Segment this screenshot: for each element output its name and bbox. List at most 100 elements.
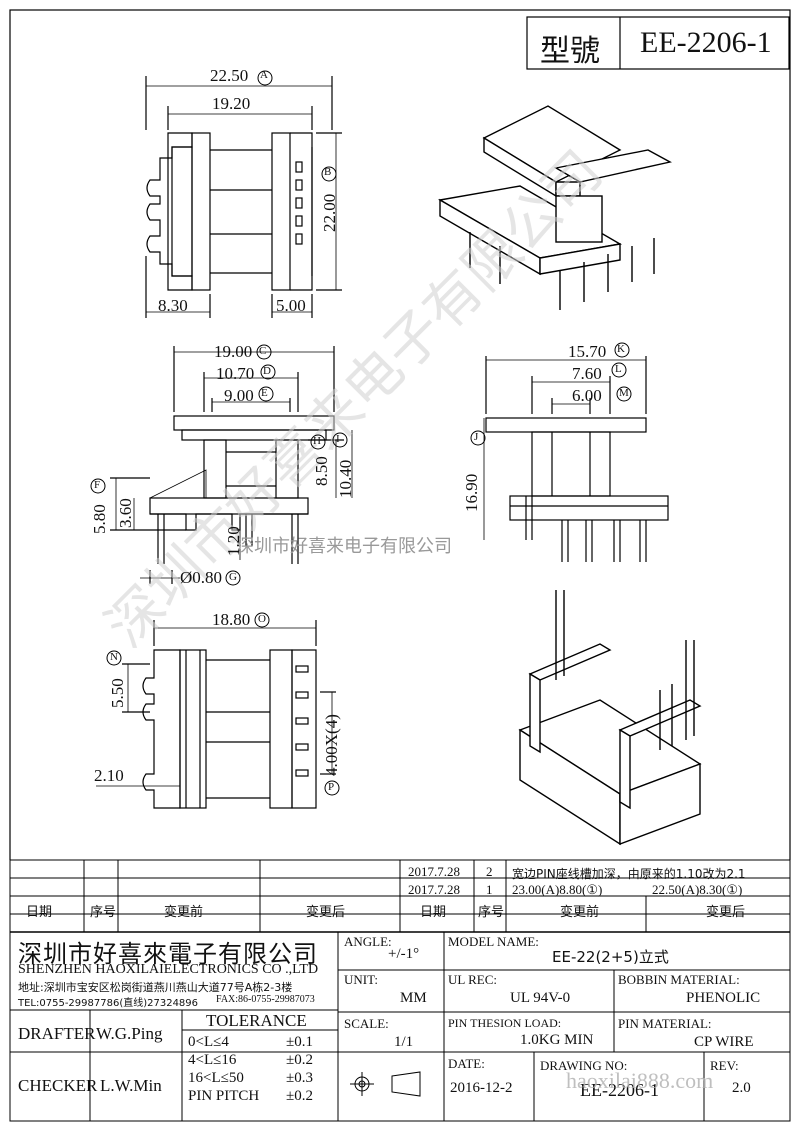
tol-value-3: ±0.3	[286, 1070, 313, 1086]
tag-front-e: E	[261, 387, 268, 399]
dim-top-b: 19.20	[212, 94, 251, 113]
rev-label: REV:	[710, 1058, 739, 1073]
dim-bottom-p: 4.00X(4)	[322, 714, 341, 776]
tag-bottom-n: N	[110, 651, 118, 663]
checker-name: L.W.Min	[100, 1076, 162, 1095]
hdr-no-left: 序号	[90, 905, 117, 920]
date-value: 2016-12-2	[450, 1080, 513, 1096]
drafter-label: DRAFTER	[18, 1024, 96, 1043]
tag-front-i: I	[336, 433, 340, 445]
scale-value: 1/1	[394, 1034, 414, 1050]
dim-front-e: 9.00	[224, 386, 254, 405]
dim-top-c: 22.00	[320, 193, 339, 232]
tol-value-2: ±0.2	[286, 1052, 313, 1068]
model-value: EE-22(2+5)立式	[552, 948, 669, 966]
iso-view-bottom	[518, 590, 702, 846]
front-view	[110, 346, 353, 584]
title-block-grid	[9, 859, 791, 1122]
load-value: 1.0KG MIN	[520, 1032, 594, 1048]
dim-front-pin: Ø0.80	[180, 568, 223, 587]
tag-front-c: C	[259, 345, 267, 357]
tol-value-1: ±0.1	[286, 1034, 313, 1050]
angle-value: +/-1°	[388, 946, 420, 962]
dim-top-d: 8.30	[158, 296, 188, 315]
dim-front-h: 8.50	[312, 456, 331, 486]
dim-bottom-o: 18.80	[212, 610, 251, 629]
unit-value: MM	[400, 990, 427, 1006]
company-name-en: SHENZHEN HAOXILAIELECTRONICS CO .,LTD	[18, 962, 319, 977]
dim-front-c: 19.00	[214, 342, 253, 361]
dim-bottom-x: 2.10	[94, 766, 124, 785]
company-fax: FAX:86-0755-29987073	[216, 994, 315, 1005]
dim-front-j: 1.20	[224, 526, 243, 556]
tag-side-height: J	[474, 431, 479, 443]
engineering-drawing: 深圳市好喜来电子有限公司 深圳市好喜来电子有限公司	[9, 9, 791, 860]
tol-range-3: 16<L≤50	[188, 1070, 244, 1086]
hdr-after-left: 变更后	[306, 905, 346, 920]
checker-label: CHECKER	[18, 1076, 98, 1095]
tag-side-k: K	[617, 343, 625, 355]
dim-front-g: 3.60	[116, 498, 135, 528]
rev1-before: 23.00(A)8.80(①)	[512, 882, 603, 897]
scale-label: SCALE:	[344, 1016, 389, 1031]
watermark-bottom: haoxilai888.com	[566, 1068, 714, 1093]
dim-front-d: 10.70	[216, 364, 255, 383]
dim-front-f: 5.80	[90, 504, 109, 534]
ul-label: UL REC:	[448, 972, 497, 987]
tol-range-1: 0<L≤4	[188, 1034, 229, 1050]
tol-range-4: PIN PITCH	[188, 1088, 260, 1104]
hdr-date-right: 日期	[420, 905, 447, 920]
model-label: MODEL NAME:	[448, 934, 539, 949]
iso-view-top	[437, 105, 672, 310]
company-name-cn: 深圳市好喜來電子有限公司	[18, 940, 318, 968]
pinmat-value: CP WIRE	[694, 1034, 754, 1050]
rev2-no: 2	[486, 864, 493, 879]
title-label: 型號	[540, 35, 600, 68]
hdr-before-right: 变更前	[560, 905, 600, 920]
rev2-desc: 宽边PIN座线槽加深，由原来的1.10改为2.1	[512, 867, 746, 881]
bobbin-label: BOBBIN MATERIAL:	[618, 972, 740, 987]
title-value: EE-2206-1	[640, 26, 772, 59]
rev-value: 2.0	[732, 1080, 751, 1096]
hdr-date-left: 日期	[26, 905, 53, 920]
dim-side-l: 7.60	[572, 364, 602, 383]
rev2-date: 2017.7.28	[408, 864, 460, 879]
bobbin-value: PHENOLIC	[686, 990, 761, 1006]
side-view	[483, 356, 669, 562]
unit-label: UNIT:	[344, 972, 379, 987]
dim-side-m: 6.00	[572, 386, 602, 405]
top-view	[145, 76, 342, 318]
drafter-name: W.G.Ping	[96, 1024, 163, 1043]
drawing-value: EE-2206-1	[580, 1080, 659, 1100]
company-tel: TEL:0755-29987786(直线)27324896	[18, 998, 199, 1009]
dim-side-height: 16.90	[462, 473, 481, 512]
dim-top-a: 22.50	[210, 66, 249, 85]
hdr-after-right: 变更后	[706, 905, 746, 920]
rev1-no: 1	[486, 882, 493, 897]
pinmat-label: PIN MATERIAL:	[618, 1016, 712, 1031]
tol-range-2: 4<L≤16	[188, 1052, 237, 1068]
load-label: PIN THESION LOAD:	[448, 1016, 562, 1030]
ul-value: UL 94V-0	[510, 990, 571, 1006]
tag-front-pin: G	[229, 571, 237, 583]
angle-label: ANGLE:	[344, 934, 392, 949]
tag-bottom-p: P	[328, 781, 335, 793]
tag-bottom-o: O	[258, 613, 266, 625]
rev1-date: 2017.7.28	[408, 882, 460, 897]
dim-bottom-n: 5.50	[108, 678, 127, 708]
hdr-no-right: 序号	[478, 905, 505, 920]
tolerance-header: TOLERANCE	[206, 1011, 307, 1030]
tag-front-f: F	[94, 479, 101, 491]
tag-top-c: B	[324, 166, 332, 178]
date-label: DATE:	[448, 1056, 485, 1071]
tag-front-d: D	[263, 365, 271, 377]
tag-front-h: H	[313, 435, 321, 447]
drawing-label: DRAWING NO:	[540, 1058, 628, 1073]
dim-front-i: 10.40	[336, 459, 355, 498]
rev1-after: 22.50(A)8.30(①)	[652, 882, 743, 897]
tag-side-l: L	[615, 363, 622, 375]
tag-side-m: M	[619, 387, 629, 399]
watermark-diagonal: 深圳市好喜来电子有限公司	[95, 140, 614, 659]
company-address: 地址:深圳市宝安区松岗街道燕川燕山大道77号A栋2-3楼	[18, 981, 293, 994]
hdr-before-left: 变更前	[164, 905, 204, 920]
